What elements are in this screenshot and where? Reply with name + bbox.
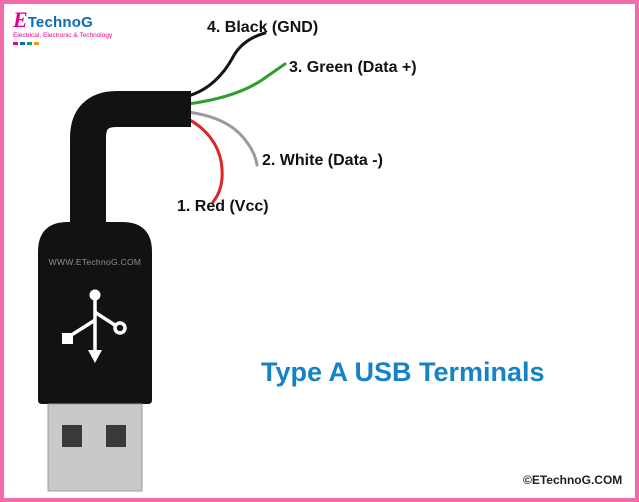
wire-label-white-data-minus: 2. White (Data -) bbox=[262, 152, 383, 169]
usb-cable bbox=[70, 91, 191, 228]
wire-white bbox=[186, 110, 259, 167]
logo-dot bbox=[34, 41, 39, 45]
wire-black bbox=[186, 31, 267, 98]
logo-name: TechnoG bbox=[27, 14, 93, 31]
logo-dots bbox=[13, 41, 112, 45]
logo-dot bbox=[20, 41, 25, 45]
wire-label-green-data-plus: 3. Green (Data +) bbox=[289, 59, 417, 76]
wire-green bbox=[186, 62, 287, 106]
logo-dot bbox=[27, 41, 32, 45]
diagram-title: Type A USB Terminals bbox=[261, 357, 545, 387]
usb-metal-shell bbox=[47, 403, 143, 492]
logo-dot bbox=[13, 41, 18, 45]
logo-initial: E bbox=[13, 7, 28, 32]
connector-watermark: WWW.ETechnoG.COM bbox=[48, 257, 142, 267]
copyright-text: ©ETechnoG.COM bbox=[523, 473, 623, 487]
usb-slot-left bbox=[62, 425, 82, 447]
wire-label-red-vcc: 1. Red (Vcc) bbox=[177, 198, 269, 215]
wire-red bbox=[186, 117, 224, 204]
wire-label-black-gnd: 4. Black (GND) bbox=[207, 19, 319, 36]
usb-wiring-diagram bbox=[38, 31, 287, 492]
usb-slot-right bbox=[106, 425, 126, 447]
usb-trident-icon bbox=[62, 289, 127, 363]
logo-tagline: Electrical, Electronic & Technology bbox=[13, 32, 113, 39]
